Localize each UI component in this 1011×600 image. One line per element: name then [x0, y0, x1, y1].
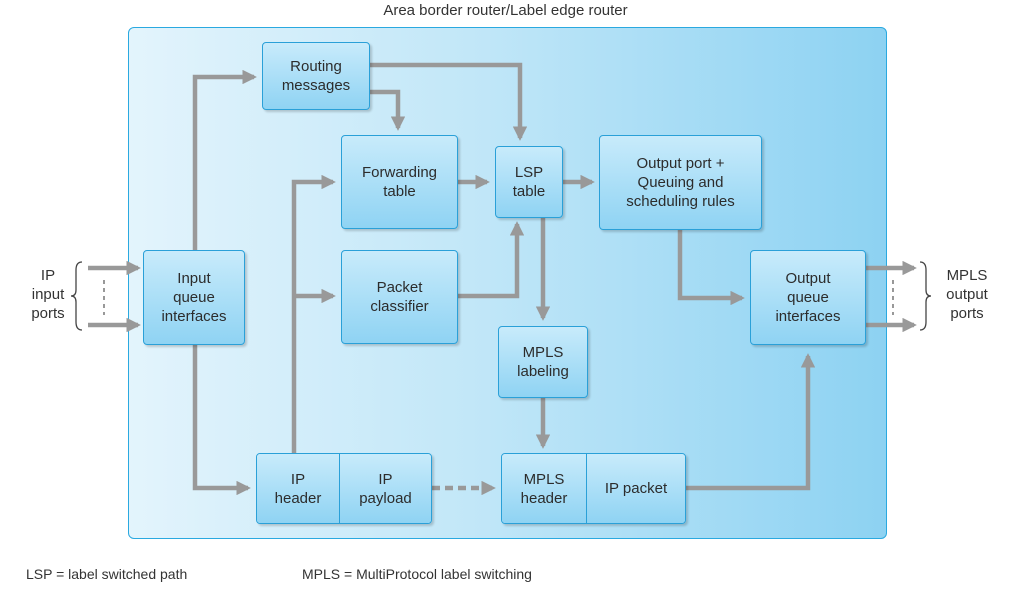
mpls-packet-box: MPLS header IP packet [501, 453, 686, 524]
arrow-outputport-to-outputqueue [677, 230, 745, 306]
output-port-box: Output port + Queuing and scheduling rul… [599, 135, 762, 230]
lsp-table-box: LSP table [495, 146, 563, 218]
arrow-input-to-ipheader [192, 345, 251, 496]
forwarding-table-box: Forwarding table [341, 135, 458, 229]
arrow-ippacket-to-outputqueue [686, 353, 816, 491]
mpls-output-ports-label: MPLS output ports [946, 267, 988, 322]
packet-classifier-box: Packet classifier [341, 250, 458, 344]
arrow-ipheader-to-forwarding [291, 174, 336, 453]
ip-packet-input-box: IP header IP payload [256, 453, 432, 524]
arrow-routing-to-forwarding [370, 89, 406, 131]
legend-lsp: LSP = label switched path [26, 566, 188, 582]
legend-mpls: MPLS = MultiProtocol label switching [302, 566, 532, 582]
right-brace [919, 261, 932, 331]
ip-header-cell: IP header [257, 454, 339, 523]
arrow-routing-to-lsp [370, 62, 528, 141]
arrow-input-to-routing [192, 69, 257, 250]
mpls-header-cell: MPLS header [502, 454, 586, 523]
left-brace [70, 261, 83, 331]
ip-payload-cell: IP payload [339, 454, 431, 523]
diagram-title: Area border router/Label edge router [383, 2, 628, 19]
output-queue-box: Output queue interfaces [750, 250, 866, 345]
input-queue-box: Input queue interfaces [143, 250, 245, 345]
arrow-classifier-to-lsp [458, 221, 525, 299]
ip-input-ports-label: IP input ports [31, 267, 65, 322]
routing-messages-box: Routing messages [262, 42, 370, 110]
ip-packet-cell: IP packet [586, 454, 685, 523]
mpls-labeling-box: MPLS labeling [498, 326, 588, 398]
